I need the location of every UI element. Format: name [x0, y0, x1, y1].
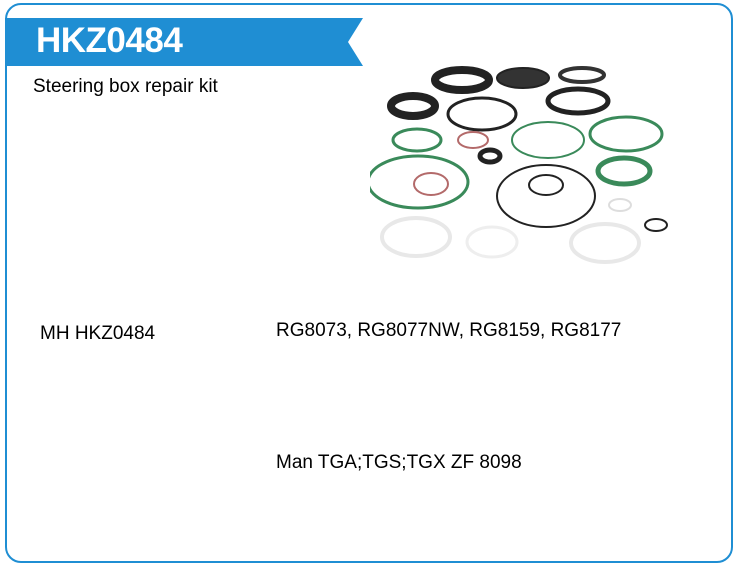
- product-image: [370, 66, 668, 264]
- product-code-title: HKZ0484: [36, 21, 183, 60]
- cross-references: RG8073, RG8077NW, RG8159, RG8177: [276, 320, 622, 341]
- title-banner: [5, 18, 363, 66]
- product-card: [5, 3, 733, 563]
- vehicle-application: Man TGA;TGS;TGX ZF 8098: [276, 452, 522, 473]
- product-description: Steering box repair kit: [33, 76, 218, 97]
- brand-code: MH HKZ0484: [40, 323, 156, 344]
